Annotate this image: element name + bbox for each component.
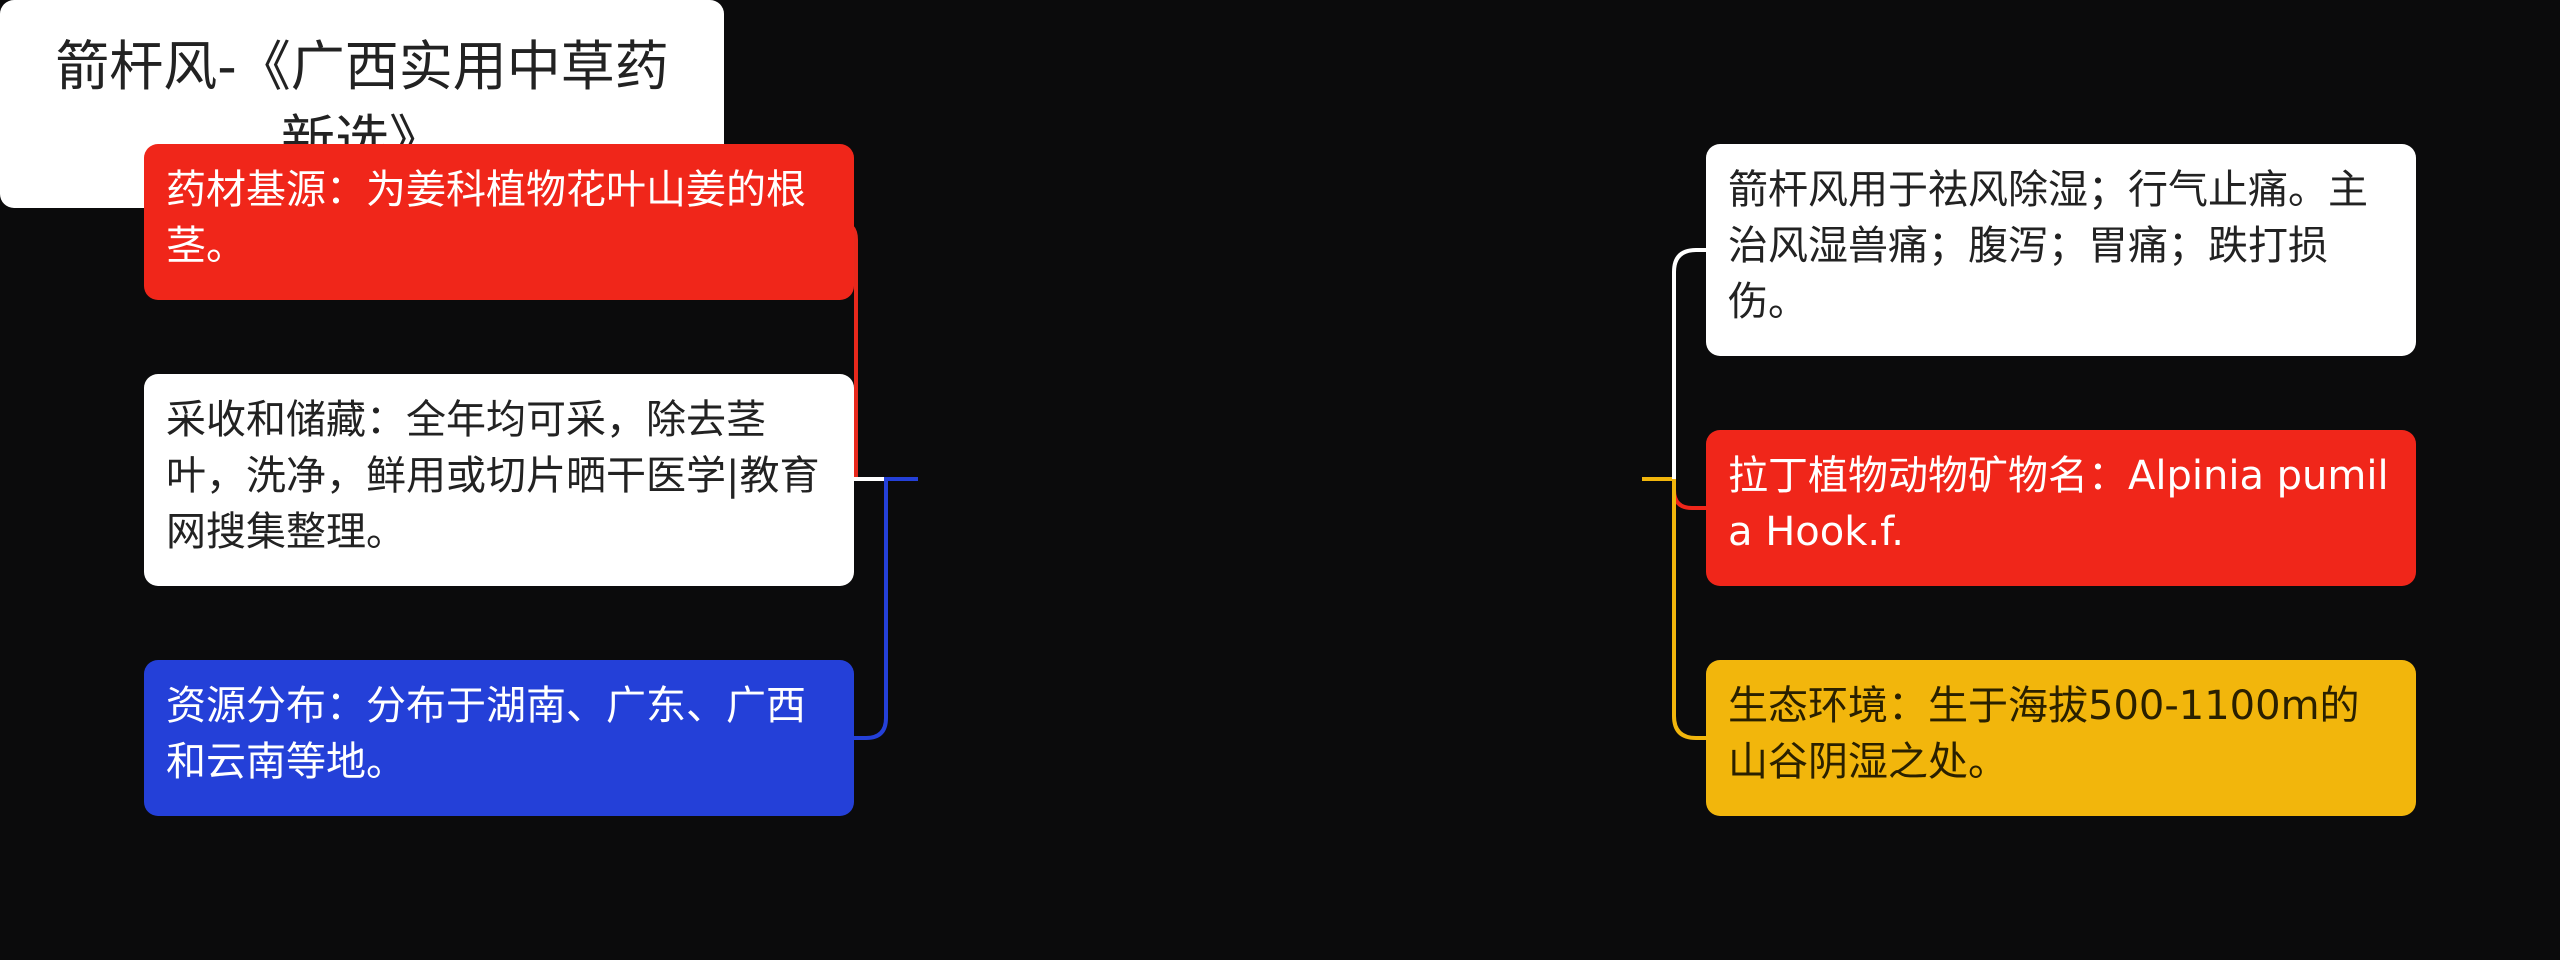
topic-latin-name[interactable]: 拉丁植物动物矿物名：Alpinia pumila Hook.f.	[1706, 430, 2416, 586]
connector-right-bottom	[1672, 479, 1706, 740]
connector-right-top	[1672, 248, 1706, 479]
topic-distribution-text: 资源分布：分布于湖南、广东、广西和云南等地。	[166, 683, 806, 785]
topic-harvest-storage[interactable]: 采收和储藏：全年均可采，除去茎叶，洗净，鲜用或切片晒干医学|教育网搜集整理。	[144, 374, 854, 586]
topic-herb-source-text: 药材基源：为姜科植物花叶山姜的根茎。	[166, 167, 806, 269]
topic-usage-text: 箭杆风用于祛风除湿；行气止痛。主治风湿兽痛；腹泻；胃痛；跌打损伤。	[1728, 167, 2368, 325]
topic-latin-name-text: 拉丁植物动物矿物名：Alpinia pumila Hook.f.	[1728, 453, 2389, 555]
topic-usage[interactable]: 箭杆风用于祛风除湿；行气止痛。主治风湿兽痛；腹泻；胃痛；跌打损伤。	[1706, 144, 2416, 356]
topic-habitat-text: 生态环境：生于海拔500-1100m的山谷阴湿之处。	[1728, 683, 2360, 785]
topic-distribution[interactable]: 资源分布：分布于湖南、广东、广西和云南等地。	[144, 660, 854, 816]
connector-right-mid	[1672, 479, 1706, 510]
topic-harvest-storage-text: 采收和储藏：全年均可采，除去茎叶，洗净，鲜用或切片晒干医学|教育网搜集整理。	[166, 397, 820, 555]
connector-left-bottom	[854, 477, 918, 740]
topic-herb-source[interactable]: 药材基源：为姜科植物花叶山姜的根茎。	[144, 144, 854, 300]
topic-habitat[interactable]: 生态环境：生于海拔500-1100m的山谷阴湿之处。	[1706, 660, 2416, 816]
